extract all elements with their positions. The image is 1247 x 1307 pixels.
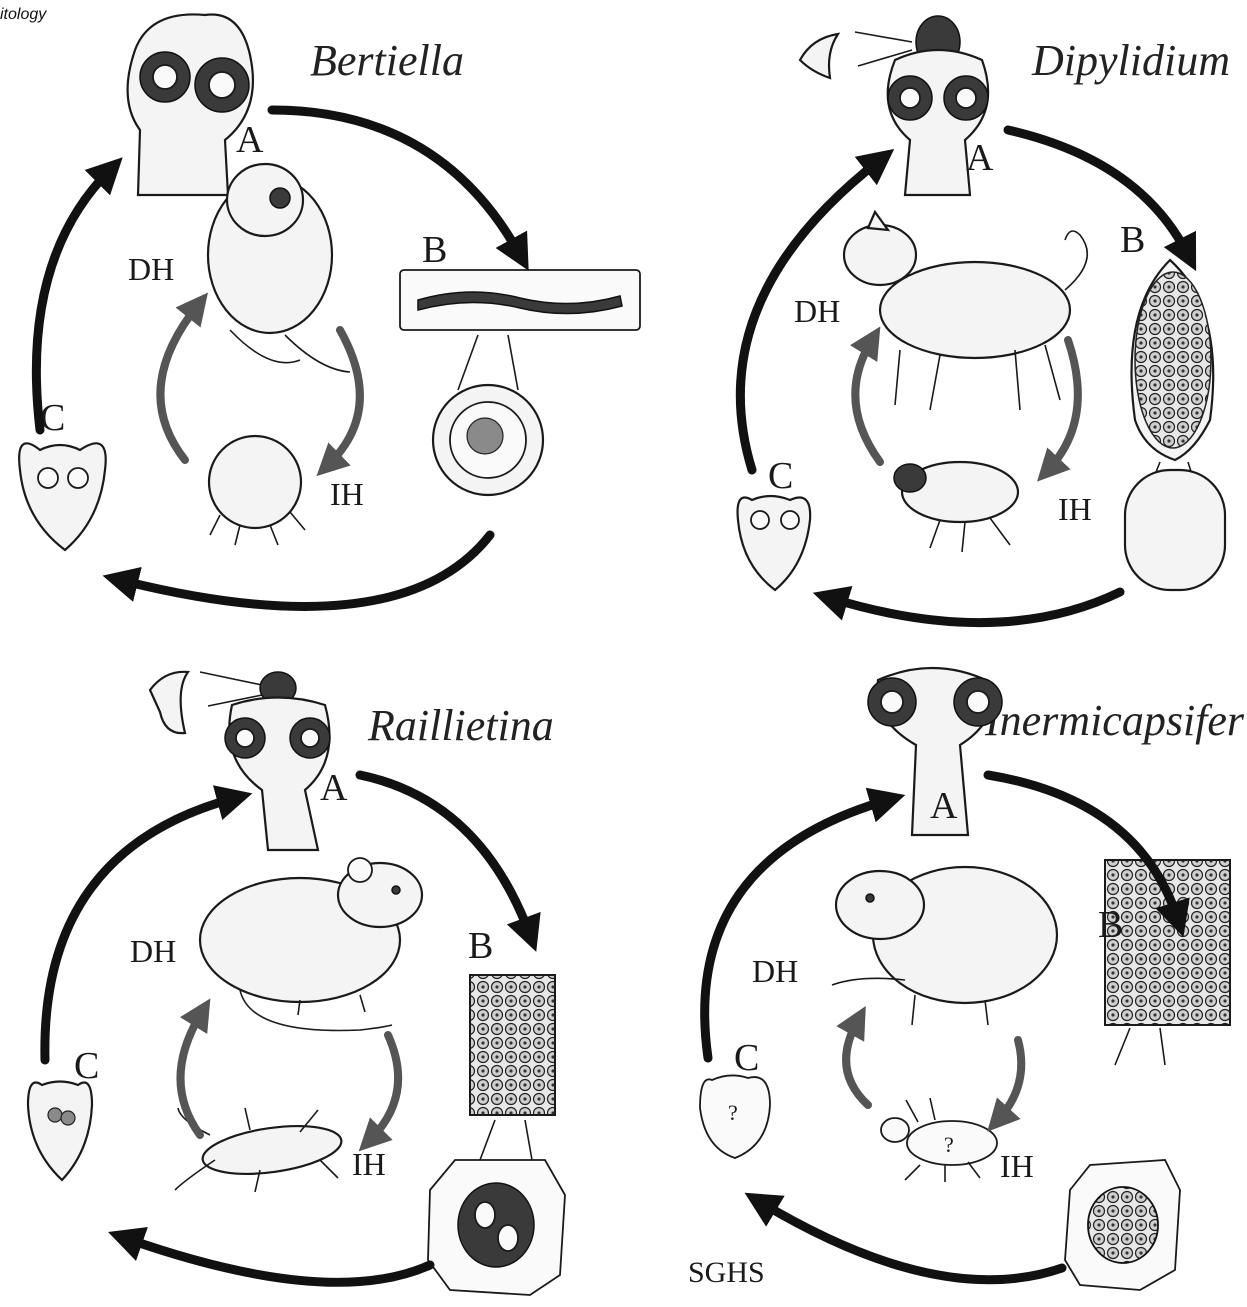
egg-capsule-illustration: [428, 1160, 565, 1295]
stage-label-b: B: [1098, 904, 1123, 946]
oncosphere-illustration: [19, 443, 106, 550]
stage-label-c: C: [734, 1037, 759, 1079]
panel-dipylidium: Dipylidium A DH IH: [738, 16, 1230, 623]
oncosphere-illustration: [28, 1082, 92, 1181]
stage-label-a: A: [320, 767, 348, 809]
host-label-dh: DH: [752, 953, 798, 989]
arrow-b-to-c: [830, 592, 1120, 623]
genus-title: Raillietina: [367, 701, 554, 750]
panel-raillietina: Raillietina A DH IH: [28, 672, 565, 1295]
inner-arrow-ih-to-dh: [180, 1012, 202, 1135]
stage-label-a: A: [966, 137, 994, 179]
inner-arrow-dh-to-ih: [370, 1035, 398, 1140]
inner-arrow-dh-to-ih: [1048, 340, 1078, 470]
oncosphere-illustration: [738, 496, 811, 590]
stage-label-a: A: [930, 785, 958, 827]
inner-arrow-dh-to-ih: [328, 330, 360, 465]
proglottid-illustration: [400, 270, 640, 390]
arrow-b-to-c: [120, 535, 490, 606]
arthropod-intermediate-host: ?: [881, 1098, 997, 1182]
host-label-ih: IH: [1000, 1148, 1034, 1184]
arrow-b-to-c: [760, 1202, 1062, 1280]
proglottid-illustration: [1132, 260, 1214, 500]
arrow-b-to-c: [125, 1238, 430, 1282]
oncosphere-illustration: ?: [700, 1075, 770, 1158]
inner-arrow-ih-to-dh: [160, 305, 198, 460]
host-label-ih: IH: [330, 476, 364, 512]
unknown-marker: ?: [728, 1100, 738, 1125]
host-label-dh: DH: [128, 251, 174, 287]
scolex-illustration: [128, 14, 253, 195]
stage-label-c: C: [768, 455, 793, 497]
arrow-a-to-b: [1008, 130, 1188, 255]
egg-capsule-illustration: [1065, 1160, 1180, 1290]
unknown-marker: ?: [944, 1132, 954, 1157]
proglottid-illustration: [470, 975, 555, 1160]
host-label-ih: IH: [1058, 491, 1092, 527]
flea-intermediate-host: [894, 462, 1018, 552]
genus-title: Dipylidium: [1031, 36, 1230, 85]
host-label-dh: DH: [130, 933, 176, 969]
stage-label-b: B: [422, 229, 447, 271]
stage-label-c: C: [40, 397, 65, 439]
panel-bertiella: Bertiella A DH IH: [19, 14, 640, 606]
host-label-ih: IH: [352, 1146, 386, 1182]
inner-arrow-ih-to-dh: [846, 1020, 868, 1105]
inner-arrow-dh-to-ih: [998, 1040, 1021, 1120]
rat-definitive-host: [200, 858, 422, 1031]
artist-signature: SGHS: [688, 1256, 765, 1289]
panel-inermicapsifer: Inermicapsifer A DH ? IH B: [688, 668, 1245, 1290]
arrow-c-to-a: [36, 170, 110, 430]
cockroach-intermediate-host: [175, 1108, 344, 1192]
dog-definitive-host: [844, 212, 1087, 410]
egg-illustration: [433, 385, 543, 495]
inner-arrow-ih-to-dh: [855, 340, 880, 462]
genus-title: Inermicapsifer: [984, 696, 1245, 745]
stage-label-a: A: [236, 119, 264, 161]
egg-packet-illustration: [1125, 470, 1225, 590]
stage-label-c: C: [74, 1045, 99, 1087]
genus-title: Bertiella: [310, 36, 464, 85]
host-label-dh: DH: [794, 293, 840, 329]
stage-label-b: B: [468, 925, 493, 967]
rodent-definitive-host: [832, 867, 1057, 1025]
mite-intermediate-host: [209, 436, 305, 545]
stage-label-b: B: [1120, 219, 1145, 261]
monkey-definitive-host: [208, 164, 350, 372]
